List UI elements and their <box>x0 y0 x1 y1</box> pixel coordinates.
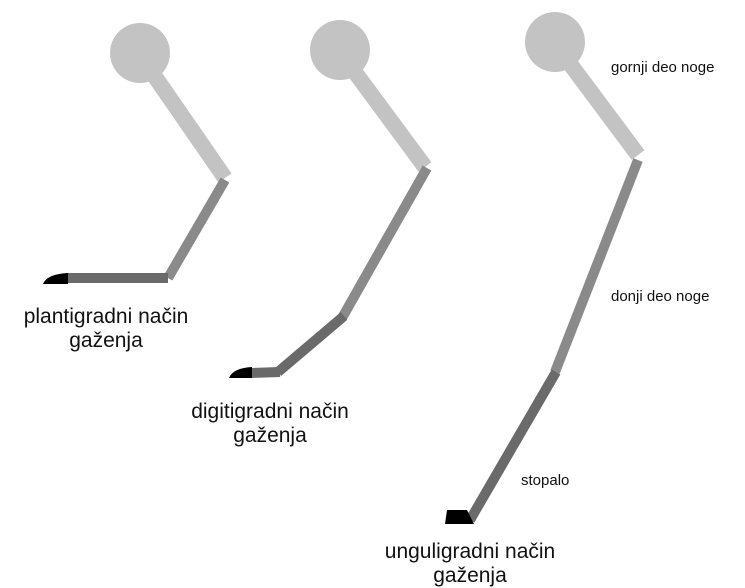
digitigrade-leg <box>229 20 427 378</box>
unguligrade-hip-joint <box>525 12 585 72</box>
plantigrade-caption-line2: gaženja <box>0 329 212 353</box>
unguligrade-lower-leg <box>555 160 638 372</box>
plantigrade-caption: plantigradni način gaženja <box>0 305 212 353</box>
unguligrade-leg <box>445 12 638 524</box>
digitigrade-lower-leg <box>342 168 427 318</box>
plantigrade-caption-line1: plantigradni način <box>0 305 212 329</box>
lower-leg-label: donji deo noge <box>611 288 709 306</box>
digitigrade-caption-line1: digitigradni način <box>170 400 370 424</box>
unguligrade-caption: unguligradni način gaženja <box>365 540 575 588</box>
digitigrade-caption: digitigradni način gaženja <box>170 400 370 448</box>
unguligrade-foot <box>470 372 556 520</box>
digitigrade-foot <box>278 316 344 372</box>
upper-leg-label: gornji deo noge <box>611 59 714 77</box>
digitigrade-claw <box>229 367 252 378</box>
foot-label: stopalo <box>521 472 569 490</box>
plantigrade-leg <box>43 23 225 284</box>
plantigrade-hip-joint <box>110 23 170 83</box>
unguligrade-caption-line2: gaženja <box>365 564 575 588</box>
digitigrade-hip-joint <box>310 20 370 80</box>
digitigrade-toes <box>250 372 280 373</box>
digitigrade-caption-line2: gaženja <box>170 424 370 448</box>
plantigrade-lower-leg <box>168 180 225 278</box>
plantigrade-claw <box>43 273 68 284</box>
unguligrade-caption-line1: unguligradni način <box>365 540 575 564</box>
